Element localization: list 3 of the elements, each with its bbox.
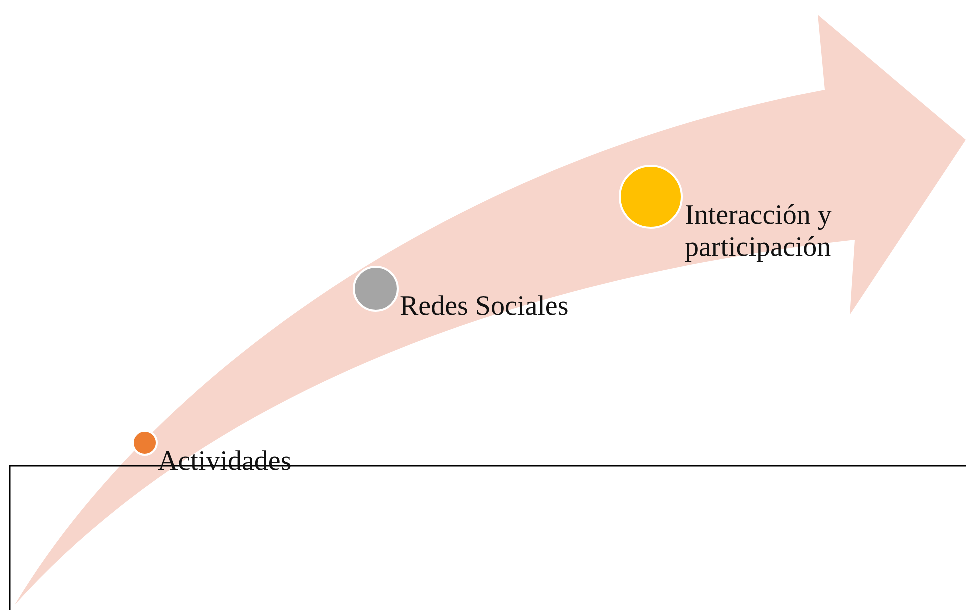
milestone-label: Redes Sociales [400, 291, 569, 323]
milestone-circle [132, 430, 158, 456]
milestone-label: Interacción y participación [685, 200, 833, 264]
